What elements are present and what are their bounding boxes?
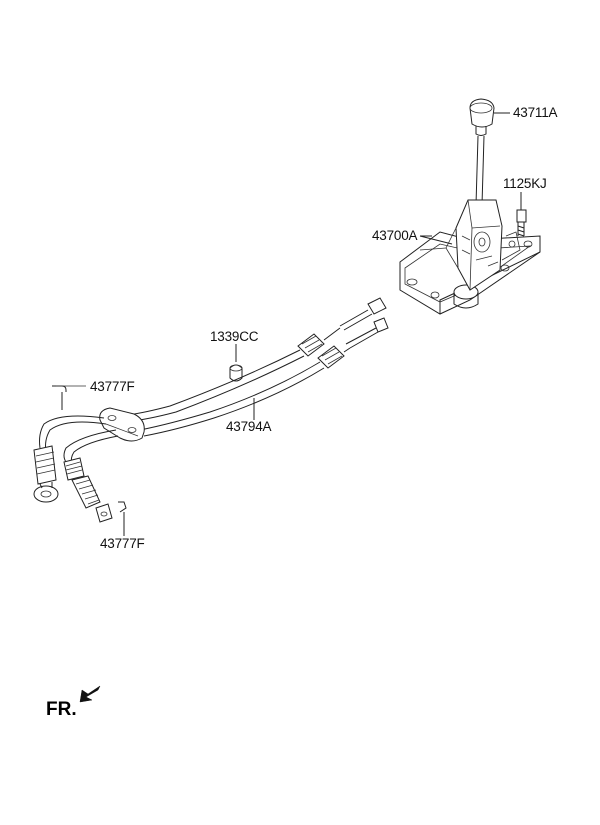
label-knob: 43711A	[513, 105, 558, 120]
front-indicator-label: FR.	[46, 699, 77, 720]
clip-lower	[118, 501, 127, 513]
clip-upper	[52, 385, 86, 392]
front-arrow-icon	[79, 685, 101, 703]
cable-end-right	[63, 457, 113, 523]
shift-cables	[119, 349, 325, 437]
shift-knob	[469, 98, 495, 136]
leader-shifter	[419, 235, 453, 245]
label-clip-upper: 43777F	[90, 379, 135, 394]
label-bolt: 1125KJ	[503, 176, 547, 191]
label-shifter-assembly: 43700A	[372, 228, 418, 243]
cable-bracket	[99, 407, 145, 442]
cable-end-left	[33, 445, 59, 503]
cable-boots	[297, 327, 351, 369]
grommet	[229, 364, 243, 382]
cable-ends	[339, 297, 389, 349]
label-clip-lower: 43777F	[100, 536, 145, 551]
bolt	[516, 192, 527, 237]
shifter-assembly	[399, 199, 541, 315]
label-grommet: 1339CC	[210, 329, 259, 344]
label-cable-assembly: 43794A	[226, 419, 272, 434]
